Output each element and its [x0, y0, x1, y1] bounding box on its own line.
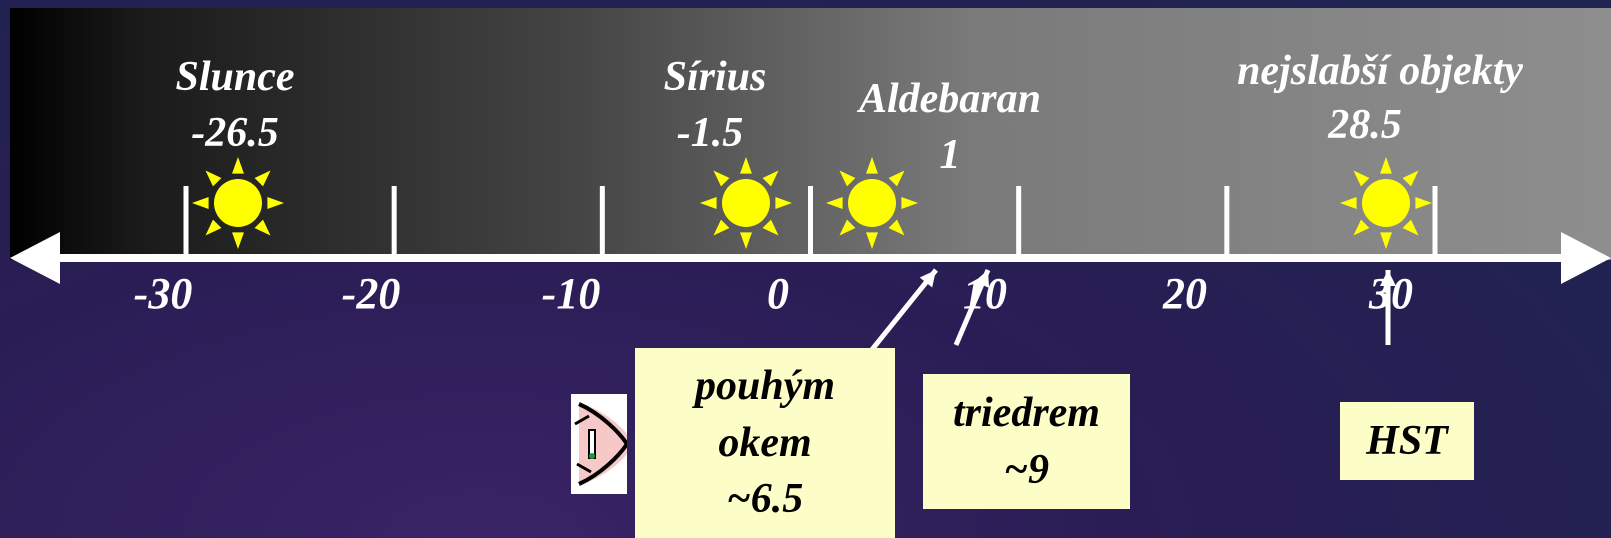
tick-label: -30 — [133, 269, 193, 318]
object-name-aldebaran: Aldebaran — [858, 76, 1042, 122]
naked-eye-limit-box: pouhým okem ~6.5 — [635, 348, 895, 538]
pointer-arrow-eye — [860, 268, 938, 364]
sun-icon — [826, 157, 918, 249]
box-line: ~6.5 — [726, 476, 804, 523]
sun-icon — [192, 157, 284, 249]
tick-label: 0 — [767, 269, 789, 318]
tick-label: 30 — [1369, 269, 1413, 318]
tick-label: -10 — [541, 269, 601, 318]
box-line: ~9 — [1004, 446, 1049, 493]
hst-limit-box: HST — [1340, 402, 1474, 480]
object-name-sirius: Sírius — [663, 54, 767, 100]
tick-label: -20 — [341, 269, 401, 318]
sun-icon — [700, 157, 792, 249]
sun-icon — [1340, 157, 1432, 249]
binoculars-limit-box: triedrem ~9 — [923, 374, 1130, 509]
tick-label: 10 — [963, 269, 1007, 318]
arrow-head — [974, 270, 990, 288]
eye-icon — [571, 394, 627, 494]
axis-arrow-right — [1561, 232, 1611, 284]
box-line: triedrem — [953, 389, 1100, 436]
arrow-head — [1380, 270, 1396, 286]
tick-label: 20 — [1163, 269, 1207, 318]
box-line: pouhým — [694, 362, 836, 409]
box-line: okem — [718, 419, 812, 466]
box-line: HST — [1366, 417, 1448, 464]
object-name-faintest: nejslabší objekty — [1237, 48, 1523, 94]
object-name-slunce: Slunce — [175, 54, 295, 100]
object-magnitude-slunce: -26.5 — [191, 110, 279, 156]
arrow-head — [919, 270, 936, 288]
axis-arrow-left — [10, 232, 60, 284]
object-magnitude-aldebaran: 1 — [939, 132, 961, 178]
object-magnitude-sirius: -1.5 — [676, 110, 744, 156]
object-magnitude-faintest: 28.5 — [1328, 102, 1402, 148]
